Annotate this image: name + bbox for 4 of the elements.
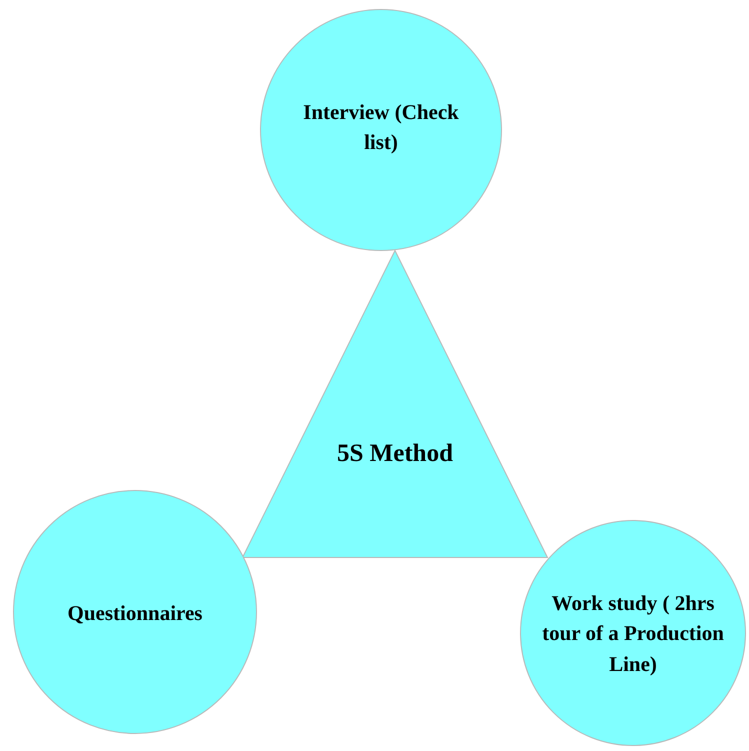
node-label: Work study ( 2hrs tour of a Production Line) <box>541 590 725 678</box>
node-label: Questionnaires <box>66 600 204 627</box>
node-label: Interview (Check list) <box>302 99 460 156</box>
node-label: 5S Method <box>336 439 454 469</box>
